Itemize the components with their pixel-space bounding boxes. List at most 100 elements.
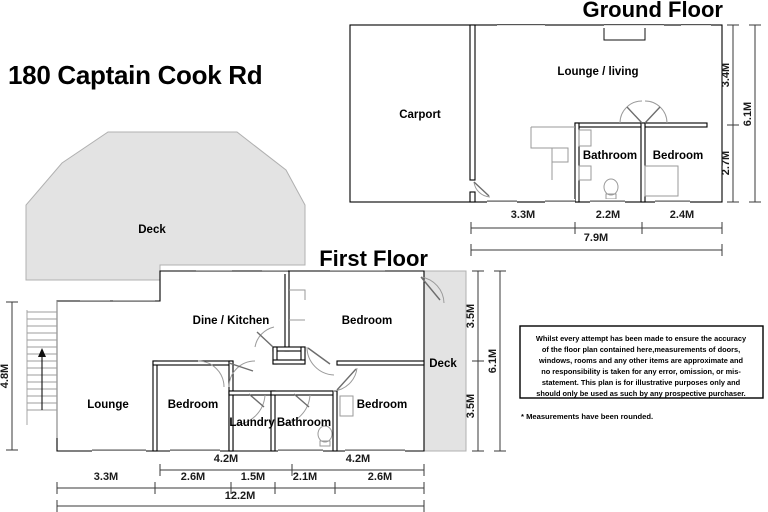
ground-bedroom-door-swing-icon: [644, 100, 668, 124]
bedroom-top-wall: [644, 122, 708, 128]
deck-upper-label: Deck: [138, 224, 166, 236]
ground-room-bedroom: Bedroom: [653, 150, 703, 162]
ff-vanity-icon: [339, 395, 354, 417]
ff-room-lounge: Lounge: [87, 399, 129, 411]
laundry-top-wall: [228, 390, 276, 396]
bathroom-bedroom-divider: [640, 122, 646, 203]
disclaimer-line-6: should only be used as such by any prosp…: [536, 389, 745, 398]
ground-dim-2-7m: 2.7M: [720, 151, 732, 175]
ff-dim-1-5m: 1.5M: [241, 471, 265, 483]
ground-dim-3-3m: 3.3M: [511, 209, 535, 221]
counter-outline: [530, 127, 553, 180]
shower-icon: [578, 165, 592, 181]
ground-dim-total-7-9m: 7.9M: [584, 232, 608, 244]
disclaimer-line-1: Whilst every attempt has been made to en…: [536, 334, 747, 343]
ground-room-lounge-living: Lounge / living: [557, 66, 638, 78]
ground-floor-outline: [349, 24, 723, 203]
ff-kitchen-door-leaf: [256, 331, 274, 348]
bay-window-icon: [603, 28, 646, 41]
ff-bedroom-mid-door-leaf: [228, 362, 254, 372]
disclaimer-line-3: windows, rooms and any other items are a…: [538, 356, 744, 365]
ff-laundry-door-swing-icon: [234, 394, 266, 426]
disclaimer-box: Whilst every attempt has been made to en…: [519, 325, 764, 399]
ff-kitchen-door-swing-icon: [254, 326, 275, 348]
disclaimer-border: [519, 325, 764, 399]
ff-room-dine-kitchen: Dine / Kitchen: [193, 315, 270, 327]
page-title: 180 Captain Cook Rd: [8, 60, 262, 90]
ground-room-carport: Carport: [399, 109, 441, 121]
hall-top-wall: [272, 346, 306, 352]
ground-floor-windows: [487, 23, 711, 204]
disclaimer-line-5: statement. This plan is for illustrative…: [542, 378, 741, 387]
ff-bedroom-mid-door-swing-icon: [228, 360, 256, 388]
ff-bedroom-right-door2-leaf: [336, 368, 357, 391]
ground-bedroom-door-leaf: [644, 106, 661, 124]
ground-room-bathroom: Bathroom: [583, 150, 637, 162]
first-floor-windows: [80, 269, 405, 453]
ff-dim-upper-4-2m-left: 4.2M: [214, 453, 238, 465]
bedroom-right-top-wall: [336, 360, 425, 366]
ff-deck-door-swing-icon: [420, 276, 445, 304]
carport-door-leaf: [473, 181, 490, 197]
kitchen-bench-icon: [289, 289, 306, 300]
deck-upper-shape: [25, 131, 306, 281]
bathroom-bedroom-wall-ff: [332, 390, 338, 452]
ff-bedroom-right-door-swing-icon: [306, 346, 335, 376]
ff-dim-total-6-1m: 6.1M: [487, 349, 499, 373]
ff-dim-total-12-2m: 12.2M: [225, 490, 256, 502]
ff-room-laundry: Laundry: [229, 417, 275, 429]
ff-room-bedroom-right: Bedroom: [357, 399, 407, 411]
ff-bedroom-mid-door2-swing-icon: [197, 360, 225, 388]
carport-divider-wall: [469, 24, 476, 181]
ground-bathroom-door-swing-icon: [619, 100, 643, 124]
staircase: [26, 301, 58, 438]
ff-bathroom-door-swing-icon: [279, 394, 311, 426]
ground-dim-total-6-1m: 6.1M: [742, 102, 754, 126]
first-floor-plan: Dine / Kitchen Bedroom Lounge Bedroom La…: [56, 269, 445, 453]
bathroom-top-wall-ff: [270, 390, 338, 396]
ff-dim-2-6m-b: 2.6M: [368, 471, 392, 483]
measurements-footnote: * Measurements have been rounded.: [521, 412, 653, 421]
ff-dim-3-5m-top: 3.5M: [465, 304, 477, 328]
carport-divider-wall-lower: [469, 191, 476, 203]
ground-bathroom-door-leaf: [626, 106, 643, 124]
ff-room-bedroom-top-right: Bedroom: [342, 315, 392, 327]
toilet-icon: [603, 178, 619, 196]
ground-floor-plan: Carport Lounge / living Bathroom Bedroom: [349, 23, 723, 204]
ff-laundry-door-leaf: [248, 393, 265, 408]
bathroom-left-wall: [574, 122, 580, 203]
ff-bedroom-right-door-leaf: [307, 347, 331, 365]
deck-right-shape: [419, 270, 467, 452]
bathroom-top-wall: [574, 122, 646, 128]
ff-dim-3-5m-bottom: 3.5M: [465, 394, 477, 418]
ff-toilet-icon: [317, 425, 333, 443]
disclaimer-line-2: of the floor plan contained here,measure…: [542, 345, 740, 354]
carport-door-swing-icon: [473, 181, 491, 198]
ff-dim-2-6m-a: 2.6M: [181, 471, 205, 483]
disclaimer-line-4: no responsibility is taken for any error…: [541, 367, 741, 376]
ground-dim-2-4m: 2.4M: [670, 209, 694, 221]
ground-floor-dimensions: 3.3M 2.2M 2.4M 7.9M 3.4M 2.7M 6.1M: [470, 24, 761, 256]
ground-dim-3-4m: 3.4M: [720, 63, 732, 87]
ff-deck-door-leaf: [420, 276, 441, 301]
kitchen-bedroom-wall: [284, 270, 290, 352]
deck-right-label: Deck: [429, 358, 457, 370]
ff-room-bathroom: Bathroom: [277, 417, 331, 429]
hall-bottom-wall: [272, 359, 306, 365]
first-floor-heading: First Floor: [319, 246, 428, 271]
ff-dim-4-8m: 4.8M: [0, 364, 11, 388]
bed-icon: [644, 165, 679, 197]
ground-dim-2-2m: 2.2M: [596, 209, 620, 221]
ff-dim-upper-4-2m-right: 4.2M: [346, 453, 370, 465]
ff-dim-3-3m: 3.3M: [94, 471, 118, 483]
vanity-icon: [578, 129, 592, 147]
ff-bathroom-door-leaf: [293, 393, 310, 408]
ff-dim-2-1m: 2.1M: [293, 471, 317, 483]
bedroom-mid-top-wall: [152, 360, 234, 366]
lounge-bedroom-wall: [152, 360, 158, 452]
ff-toilet-base-icon: [319, 440, 331, 447]
ground-floor-heading: Ground Floor: [582, 0, 723, 22]
first-floor-dimensions: 4.8M 4.2M 4.2M 3.3M 2.6M 1.5M 2.1M 2.6M …: [0, 270, 506, 512]
ff-room-bedroom-mid: Bedroom: [168, 399, 218, 411]
